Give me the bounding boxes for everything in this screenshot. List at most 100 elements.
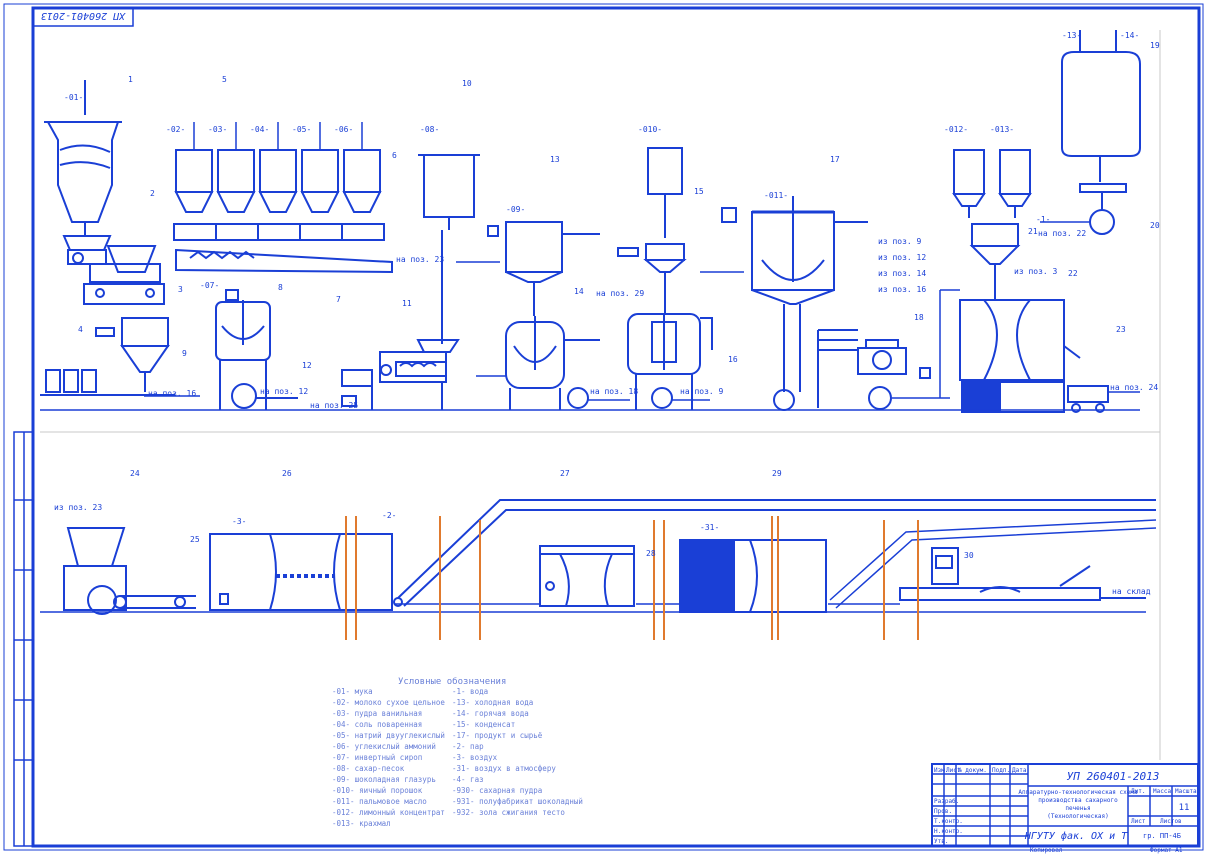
- equipment-number: 27: [560, 469, 570, 478]
- line-code: -04-: [250, 125, 269, 134]
- tb-label: Дата: [1012, 767, 1027, 774]
- routing-label: на поз. 22: [1038, 229, 1086, 238]
- corner-stamp-box: [32, 7, 134, 27]
- equipment-29-cooling-tunnel: [679, 539, 827, 613]
- tb-label: Т.контр.: [934, 818, 963, 825]
- tb-label: Масштаб: [1175, 788, 1201, 795]
- line-code: -31-: [700, 523, 719, 532]
- equipment-25-conveyor: [120, 595, 196, 609]
- routing-label: на поз. 12: [260, 387, 308, 396]
- corner-stamp: ХП 260401-2013: [41, 10, 126, 21]
- equipment-1-flour-silo: [44, 80, 122, 236]
- equipment-number: 29: [772, 469, 782, 478]
- equipment-21-dosers: [952, 149, 1032, 300]
- legend-title: Условные обозначения: [398, 676, 506, 687]
- tb-footer: Копировал: [1030, 847, 1063, 854]
- legend-item: -17- продукт и сырьё: [452, 731, 543, 740]
- line-code: -2-: [382, 511, 396, 520]
- legend-item: -3- воздух: [452, 753, 498, 762]
- tb-label: Утв.: [934, 838, 948, 845]
- routing-label: из поз. 16: [878, 285, 926, 294]
- equipment-number: 9: [182, 349, 187, 358]
- equipment-26-oven: [209, 533, 393, 611]
- group: гр. ПП-4Б: [1143, 832, 1181, 840]
- equipment-number: 30: [964, 551, 974, 560]
- legend-item: -01- мука: [332, 687, 373, 696]
- equipment-30-packing-machine: [899, 547, 1146, 601]
- equipment-number: 2: [150, 189, 155, 198]
- line-code: -010-: [638, 125, 662, 134]
- tb-label: Подп.: [992, 767, 1010, 774]
- organization: НГУТУ фак. ОХ и Т: [1024, 830, 1128, 842]
- tb-label: Листов: [1160, 818, 1182, 825]
- drawing-designation: УП 260401-2013: [1067, 770, 1160, 783]
- legend-item: -011- пальмовое масло: [332, 797, 427, 806]
- legend-item: -13- холодная вода: [452, 698, 533, 707]
- line-code: -3-: [232, 517, 246, 526]
- line-code: -13-: [1062, 31, 1081, 40]
- line-code: -1-: [1036, 215, 1050, 224]
- routing-label: из поз. 23: [54, 503, 102, 512]
- legend-item: -14- горячая вода: [452, 709, 529, 718]
- line-code: -05-: [292, 125, 311, 134]
- equipment-28-glazing-machine: [539, 545, 635, 607]
- equipment-12-tank-small: [341, 395, 357, 407]
- routing-label: из поз. 12: [878, 253, 926, 262]
- line-code: -013-: [990, 125, 1014, 134]
- drawing-title-line: производства сахарного: [1038, 797, 1118, 804]
- title-block: [931, 763, 1199, 847]
- routing-label: на поз. 16: [148, 389, 196, 398]
- equipment-27-cooling-conveyor: [393, 499, 1156, 607]
- equipment-10-syrup-tank: [418, 154, 480, 344]
- tb-label: № докум.: [958, 767, 987, 774]
- equipment-number: 28: [646, 549, 656, 558]
- legend-item: -013- крахмал: [332, 819, 391, 828]
- equipment-14-reactor: [505, 316, 600, 410]
- tb-label: Н.контр.: [934, 828, 963, 835]
- legend-item: -04- соль поваренная: [332, 720, 422, 729]
- legend-item: -08- сахар-песок: [332, 764, 405, 773]
- routing-label: на поз. 24: [1110, 383, 1158, 392]
- tb-format: Формат А1: [1150, 847, 1183, 854]
- legend-item: -012- лимонный концентрат: [332, 808, 445, 817]
- equipment-number: 15: [694, 187, 704, 196]
- legend-item: -1- вода: [452, 687, 488, 696]
- equipment-8-mixer: [215, 289, 271, 410]
- equipment-number: 13: [550, 155, 560, 164]
- equipment-number: 6: [392, 151, 397, 160]
- routing-label: на склад: [1112, 587, 1151, 596]
- drawing-title-line: Аппаратурно-технологическая схема: [1018, 789, 1138, 796]
- equipment-number: 25: [190, 535, 200, 544]
- break-lines: [345, 516, 919, 640]
- equipment-2-sifter: [62, 235, 165, 305]
- tb-label: Масса: [1153, 788, 1171, 795]
- tb-label: Изм.: [934, 767, 948, 774]
- equipment-number: 16: [728, 355, 738, 364]
- line-code: -012-: [944, 125, 968, 134]
- equipment-13-emulsifier-upper: [487, 221, 600, 316]
- equipment-number: 11: [402, 299, 412, 308]
- equipment-20-fan: [1079, 183, 1127, 235]
- equipment-16-tempering: [627, 313, 713, 410]
- legend-item: -09- шоколадная глазурь: [332, 775, 436, 784]
- legend-item: -05- натрий двууглекислый: [332, 731, 445, 740]
- legend-item: -931- полуфабрикат шоколадный: [452, 797, 583, 806]
- sheet-number: 11: [1179, 803, 1190, 813]
- routing-label: из поз. 3: [1014, 267, 1058, 276]
- equipment-19-storage-tank: [1061, 30, 1141, 182]
- line-code: -01-: [64, 93, 83, 102]
- line-code: -02-: [166, 125, 185, 134]
- routing-label: на поз. 9: [680, 387, 724, 396]
- equipment-6-collector: [173, 223, 385, 241]
- routing-label: на поз. 23: [396, 255, 444, 264]
- line-code: -08-: [420, 125, 439, 134]
- equipment-number: 24: [130, 469, 140, 478]
- equipment-9-pump: [231, 383, 298, 409]
- legend-item: -932- зола сжигания тесто: [452, 808, 565, 817]
- inner-frame: [31, 6, 1201, 848]
- tb-label: Лист: [1131, 818, 1146, 825]
- equipment-22-rotary-moulder: [959, 299, 1081, 413]
- equipment-11-kneader: [341, 339, 460, 410]
- equipment-number: 19: [1150, 41, 1160, 50]
